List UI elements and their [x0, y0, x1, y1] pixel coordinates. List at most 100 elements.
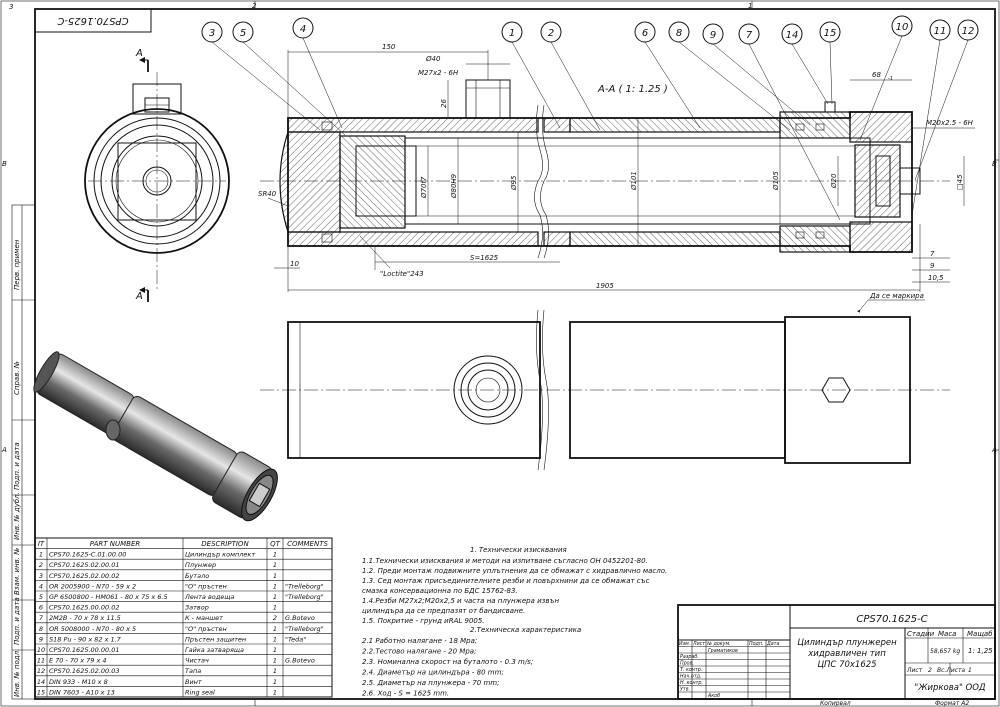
bom-header: DESCRIPTION [201, 540, 249, 548]
balloon-leader [791, 43, 829, 105]
bom-cell: 1 [273, 582, 277, 590]
balloon-label: 14 [786, 30, 799, 41]
bom-cell: Винт [185, 678, 202, 686]
bom-cell: Чистач [185, 657, 209, 665]
side-label: Справ. № [13, 361, 21, 395]
balloon-leader [748, 43, 841, 221]
bom-frame [34, 537, 333, 698]
notes-line: 2.6. Ход - S = 1625 mm. [362, 690, 449, 698]
bom-cell: OR 2005900 - N70 - 59 x 2 [49, 582, 136, 590]
title-block: CPS70.1625-C Цилиндър плунжерен хидравли… [677, 604, 996, 707]
zone-side-label: B [2, 160, 7, 168]
marking-note: Да се маркира [869, 292, 924, 300]
role-label: Т. контр. [680, 667, 702, 673]
bom-cell: CPS70.1625-C.01.00.00 [49, 551, 126, 559]
bom-cell: "Trelleborg" [285, 625, 324, 633]
title-line: ЦПС 70x1625 [817, 660, 876, 670]
notes-line: 1.2. Преди монтаж подвижните уплътнения … [362, 567, 667, 575]
role-label: Пров. [680, 661, 694, 667]
dim-label: SR40 [258, 190, 277, 198]
dim-label: "Loctite"243 [380, 270, 424, 278]
balloon-label: 5 [240, 28, 246, 39]
bom-cell: 1 [273, 635, 277, 643]
bom-cell: 2M2B - 70 x 78 x 11.5 [49, 614, 121, 622]
balloon-circle [501, 21, 523, 43]
dim-label: 1905 [596, 282, 614, 290]
bom-cell: Цилиндър комплект [185, 551, 255, 559]
notes-line: 2.2.Тестово налягане - 20 Mpa; [362, 648, 476, 656]
bom-cell: 15 [37, 688, 45, 696]
dim-label: Ø105 [772, 171, 780, 191]
balloon-leader [550, 41, 601, 131]
col-label: Маса [938, 630, 956, 638]
bom-header: IT [38, 540, 45, 548]
bom-cell: 7 [39, 614, 44, 622]
notes-line: 2.5. Диаметър на плунжера - 70 mm; [362, 679, 499, 687]
notes-line: цилиндъра да се предпазят от бандисване. [362, 607, 525, 615]
side-label: Взам. инв. № [13, 547, 21, 595]
bom-cell: E 70 - 70 x 79 x 4 [49, 657, 107, 665]
bom-cell: 1 [273, 646, 277, 654]
bom-cell: Затвор [185, 604, 209, 612]
balloon-leader [859, 35, 903, 141]
role-label: Н. контр. [680, 680, 703, 686]
bom-cell: 5 [39, 593, 43, 601]
balloon-circle [702, 23, 724, 45]
bom-cell: Гайка затваряща [185, 646, 244, 654]
balloon-label: 4 [300, 24, 306, 35]
side-label: Инв. № дубл. [13, 492, 21, 540]
balloon-leader [829, 41, 833, 105]
bom-cell: "Trelleborg" [285, 593, 324, 601]
bom-cell: 1 [273, 593, 277, 601]
balloon-label: 10 [896, 22, 909, 33]
dim-label: □45 [956, 174, 964, 190]
bom-cell: GP 6500800 - HM061 - 80 x 75 x 6.5 [49, 593, 168, 601]
zone-side-label: A [991, 446, 997, 454]
role-label: Нач.отд. [680, 674, 701, 680]
bom-cell: 1 [273, 688, 277, 696]
notes-line: 1.1.Технически изисквания и методи на из… [362, 557, 648, 565]
zone-top-label: 1 [748, 2, 752, 10]
balloon-circle [891, 15, 913, 37]
balloon-circle [738, 23, 760, 45]
dim-label: Ø20 [830, 173, 838, 189]
section-marker: A [135, 291, 143, 302]
dim-label: -1 [888, 76, 893, 82]
bom-cell: 11 [37, 657, 45, 665]
bom-cell: S18 Pu - 90 x 82 x 1.7 [49, 635, 122, 643]
title-line: Цилиндър плунжерен [797, 638, 897, 648]
bom-cell: Пръстен защитен [185, 635, 246, 643]
sheet-label: Лист [906, 667, 923, 674]
left-binding-strip: Перв. примен Справ. № Подп. и дата Инв. … [11, 204, 36, 700]
mass-value: 58,657 kg [930, 648, 960, 655]
bom-cell: К - маншет [185, 614, 223, 622]
bom-cell: Лента водеща [184, 593, 234, 601]
balloon-label: 9 [710, 30, 716, 41]
balloon-leader [644, 41, 701, 129]
bom-cell: 1 [273, 604, 277, 612]
dim-label: 10,5 [928, 274, 944, 282]
bom-cell: 8 [39, 625, 43, 633]
section-title: A-A ( 1: 1.25 ) [597, 84, 668, 95]
side-label: Перв. примен [13, 239, 21, 290]
sheets-label: Вс.Листа [937, 667, 966, 674]
rev-header: Лист [692, 641, 705, 647]
footer-left: Копирвал [820, 700, 851, 707]
zone-side-label: A [1, 446, 7, 454]
dim-label: 68 [872, 71, 881, 79]
bom-cell: 1 [273, 657, 277, 665]
bom-cell: 1 [273, 625, 277, 633]
balloon-label: 7 [746, 30, 753, 41]
notes-line: 2.4. Диаметър на цилиндъра - 80 mm; [362, 669, 504, 677]
bom-cell: 1 [273, 572, 277, 580]
notes-heading: 2.Техническа характеристика [470, 626, 581, 634]
role-label: Разраб. [680, 654, 699, 660]
balloon-leader [712, 43, 811, 126]
balloon-circle [634, 21, 656, 43]
notes-line: 1.5. Покритие - грунд иRAL 9005. [362, 617, 485, 625]
notes-line: 1.4.Резби М27х2;М20х2,5 и часта на плунж… [362, 597, 559, 605]
zone-top-label: 2 [252, 2, 257, 10]
